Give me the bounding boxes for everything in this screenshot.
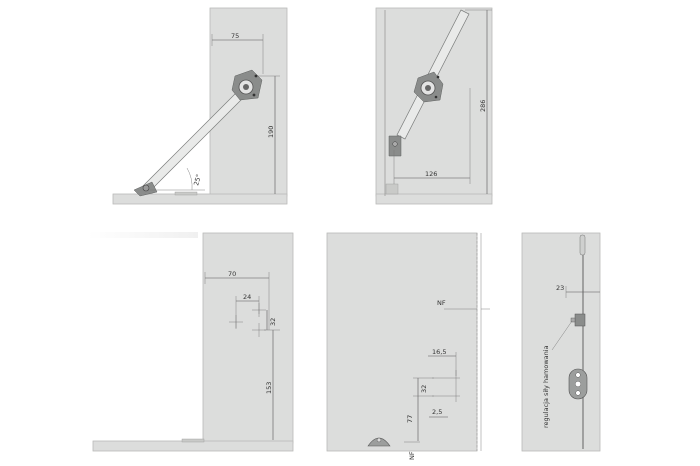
dim-32-label: 32: [420, 385, 428, 393]
dim-2-5-label: 2,5: [432, 408, 442, 416]
dim-24-label: 24: [243, 293, 251, 301]
dim-angle-label: 25°: [192, 173, 203, 186]
brake-adjuster: [574, 313, 586, 327]
dim-77-label: 77: [406, 415, 414, 423]
dim-70-label: 70: [228, 270, 236, 278]
cabinet-side-panel: [521, 232, 601, 452]
cabinet-front-panel: [326, 232, 478, 452]
dim-153-label: 153: [265, 382, 273, 394]
drill-hole-markers: [229, 303, 266, 337]
cabinet-side-panel: [209, 7, 288, 197]
dim-width-label: 75: [231, 32, 239, 40]
dim-23-label: 23: [556, 284, 564, 292]
cabinet-bottom-panel: [375, 193, 493, 205]
dim-height-label: 286: [479, 100, 487, 112]
nf-top-label: NF: [437, 299, 446, 307]
cabinet-bottom-panel: [112, 193, 288, 205]
dim-32-label: 32: [269, 318, 277, 326]
view-side-closed: 23 regulacja siły hamowania: [521, 232, 601, 452]
cabinet-bottom-panel: [92, 440, 294, 452]
dim-16-5-label: 16,5: [432, 348, 446, 356]
brake-adjustment-label: regulacja siły hamowania: [542, 345, 550, 428]
view-front: NF 16,5 32 2,5 77 NF: [326, 232, 490, 460]
view-drilling-pattern: 70 24 32 153: [88, 232, 294, 452]
dim-height-label: 190: [267, 126, 275, 138]
dim-width-label: 126: [425, 170, 437, 178]
view-side-open-1: 75 190 25°: [112, 7, 288, 205]
cabinet-side-panel: [202, 232, 294, 444]
view-side-open-2: 286 126: [375, 7, 493, 205]
drill-hole-markers: [432, 370, 460, 402]
cabinet-side-panel: [375, 7, 493, 197]
nf-bottom-label: NF: [408, 451, 416, 460]
